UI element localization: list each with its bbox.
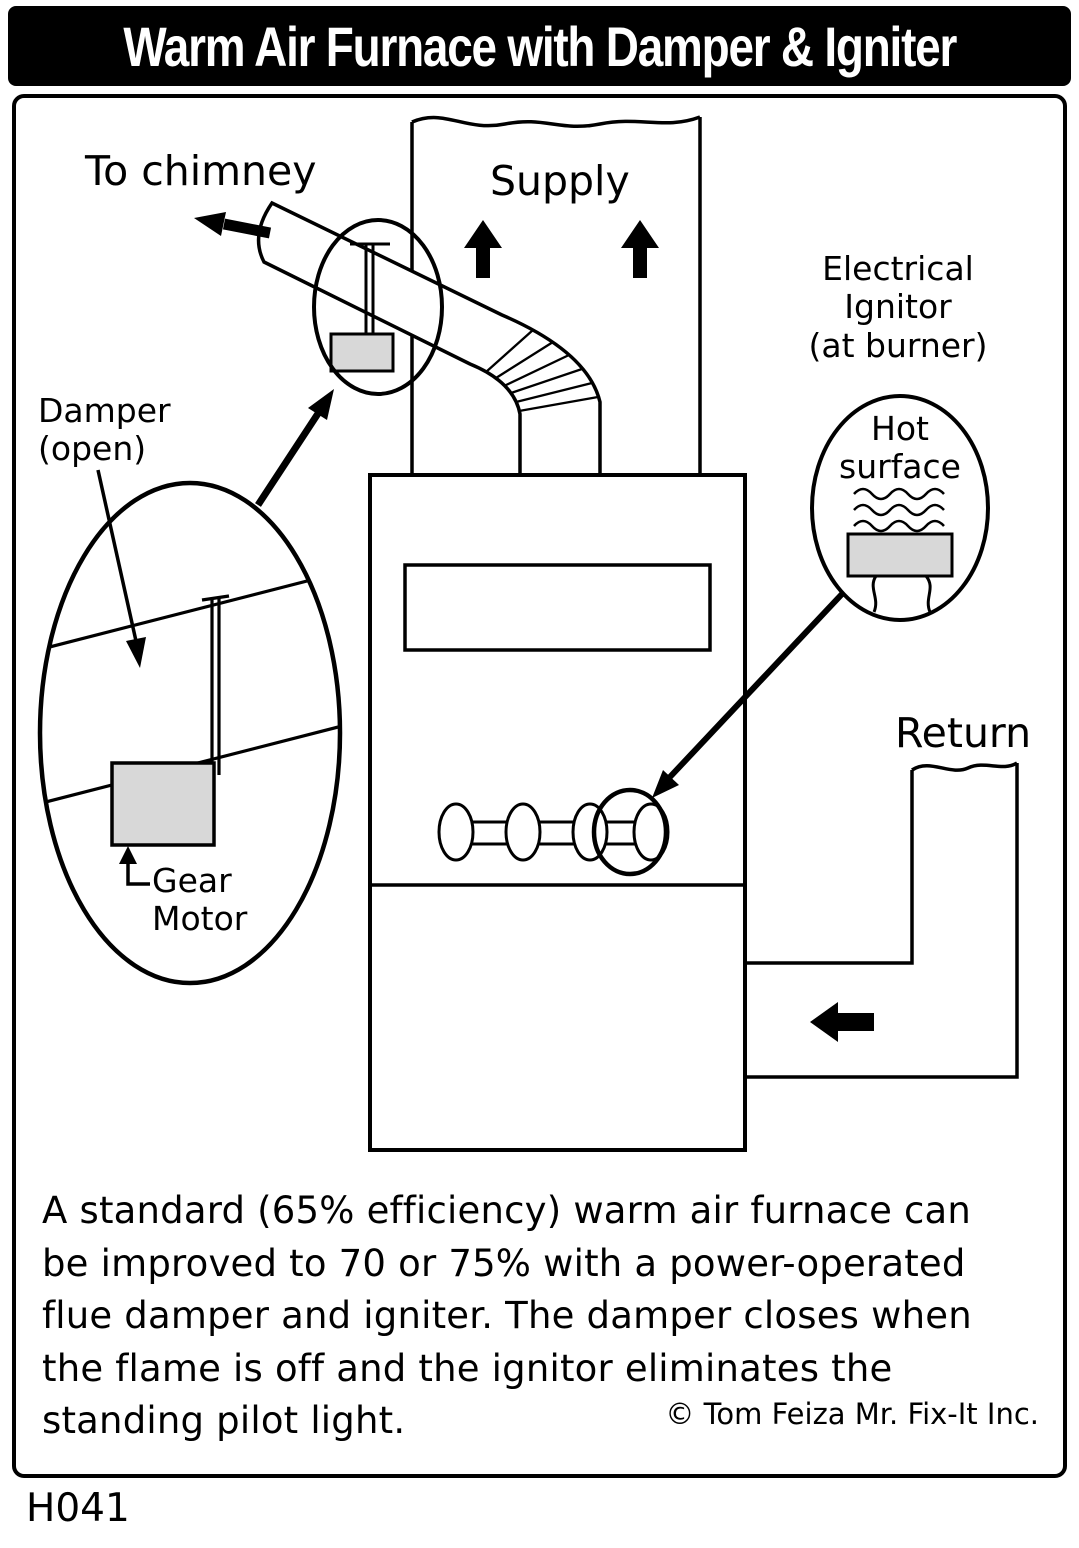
label-to-chimney: To chimney (85, 147, 317, 195)
igniter-leads (871, 575, 932, 613)
heat-waves-icon (853, 487, 945, 533)
furnace-grille (403, 563, 712, 652)
caption-text: A standard (65% efficiency) warm air fur… (42, 1189, 972, 1443)
credit-text: © Tom Feiza Mr. Fix-It Inc. (665, 1397, 1039, 1431)
up-arrow-icon (621, 220, 659, 278)
supply-up-arrow-icons (464, 220, 659, 278)
label-hot-surface: Hot surface (839, 409, 961, 487)
page-title: Warm Air Furnace with Damper & Igniter (123, 14, 957, 78)
label-supply: Supply (490, 157, 630, 205)
title-bar: Warm Air Furnace with Damper & Igniter (8, 6, 1071, 86)
flue-pipe (256, 200, 602, 477)
flue-damper-circle (312, 218, 444, 396)
furnace-body (368, 473, 747, 1152)
return-duct (747, 761, 1019, 1079)
label-return: Return (895, 709, 1032, 757)
damper-pointer-arrow (96, 469, 146, 668)
burners (437, 787, 670, 877)
up-arrow-icon (464, 220, 502, 278)
gear-motor-pointer-arrow (119, 846, 150, 886)
drawing-code: H041 (26, 1486, 130, 1531)
chimney-arrow-icon (194, 212, 272, 239)
pipe-wall-top (42, 568, 338, 654)
zoom-pointer-arrow (255, 389, 334, 507)
ignitor-pointer-arrow (652, 591, 845, 798)
label-damper-open: Damper (open) (38, 391, 171, 469)
damper-blade-cap (201, 594, 230, 602)
label-electrical-ignitor: Electrical Ignitor (at burner) (808, 249, 988, 365)
flue-damper-detail (312, 218, 444, 396)
flue-damper-motor (329, 332, 395, 373)
return-arrow-icon (810, 1002, 874, 1042)
label-gear-motor: Gear Motor (152, 861, 248, 939)
hot-surface-element (846, 532, 954, 578)
gear-motor-box (110, 761, 216, 847)
burner-highlight-circle (591, 787, 669, 877)
damper-zoom-view (37, 480, 343, 986)
hot-surface-igniter (810, 394, 990, 622)
elbow-gores (485, 329, 599, 413)
